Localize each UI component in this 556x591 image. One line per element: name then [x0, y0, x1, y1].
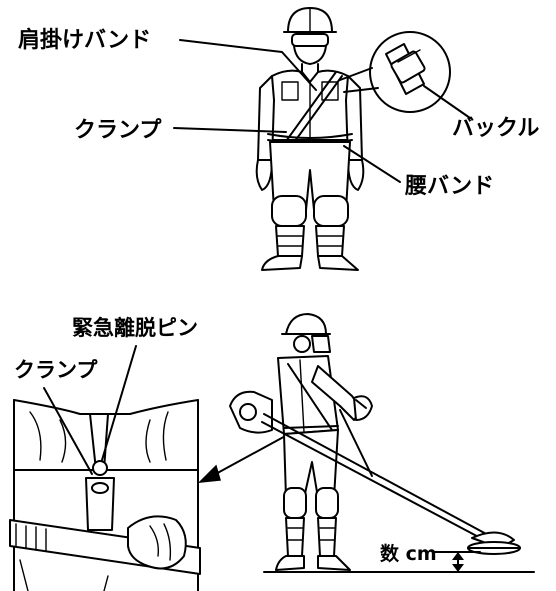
clamp-detail-inset [9, 399, 201, 591]
quick-release-pin-label: 緊急離脱ピン [72, 316, 198, 340]
ground-height-label: 数 cm [380, 543, 437, 565]
ground-and-height [263, 551, 535, 573]
clamp-label-top: クランプ [74, 118, 162, 143]
buckle-magnifier [339, 31, 451, 113]
top-leader-lines [173, 39, 471, 183]
waist-band-label: 腰バンド [405, 174, 495, 199]
shoulder-band-label: 肩掛けバンド [18, 28, 152, 53]
standing-worker-figure [255, 7, 365, 271]
brush-cutter [229, 390, 521, 555]
clamp-label-bottom: クランプ [14, 358, 98, 382]
inset-leader-lines [43, 345, 137, 475]
buckle-label: バックル [452, 116, 540, 141]
operating-worker-figure [275, 313, 373, 571]
